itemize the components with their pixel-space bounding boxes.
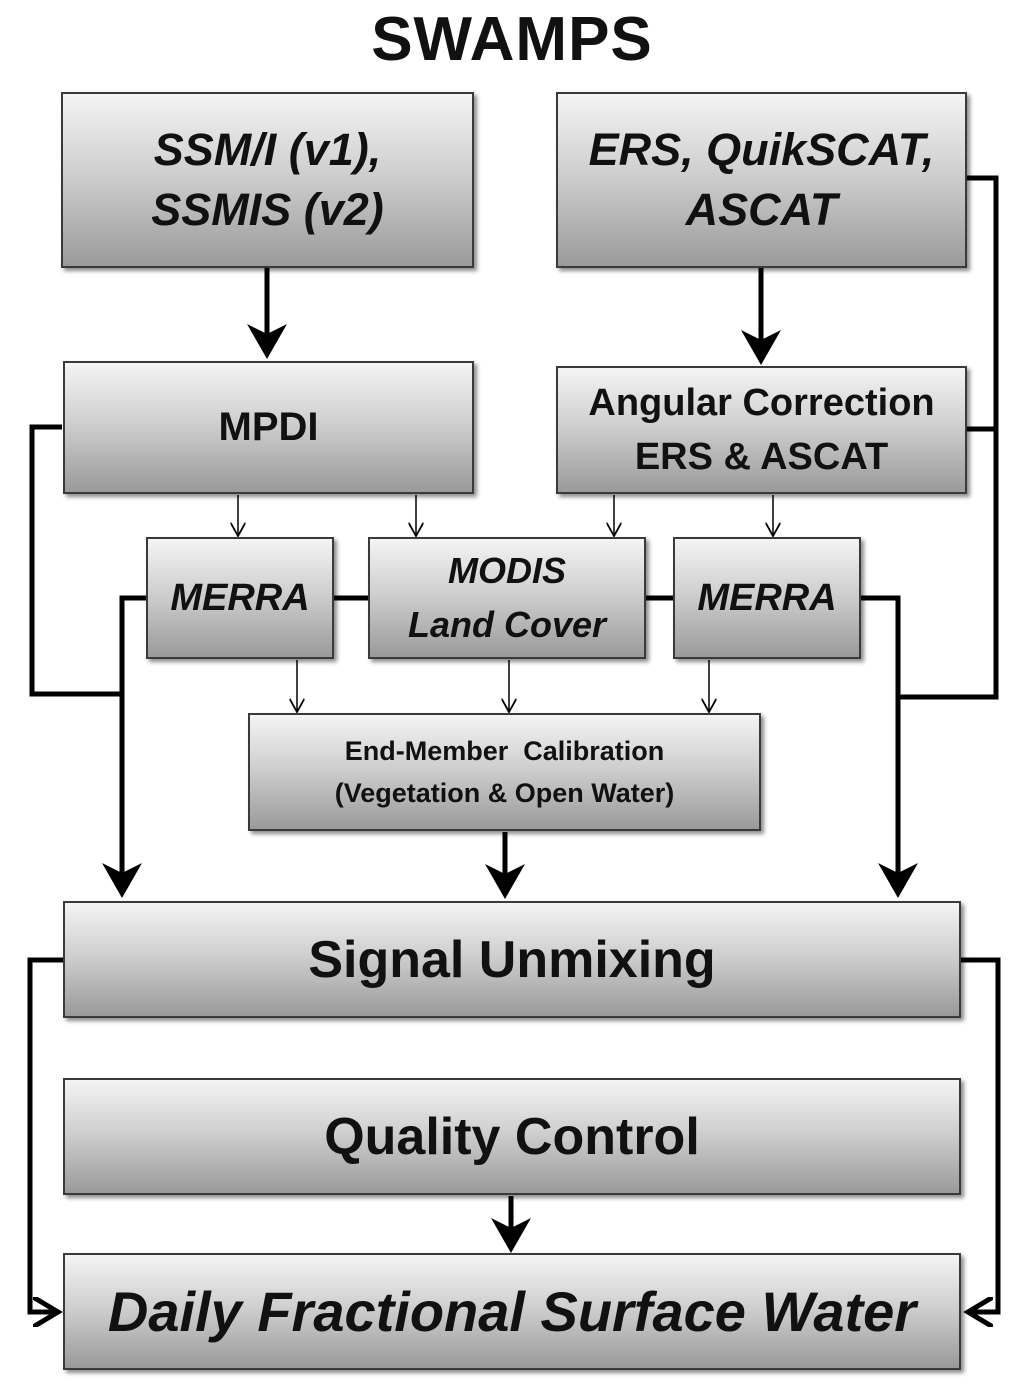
quality-control-box: Quality Control — [63, 1078, 961, 1195]
mpdi-box: MPDI — [63, 361, 474, 494]
merra-right-label: MERRA — [697, 576, 837, 619]
ssmi-line-1: SSM/I (v1), — [153, 124, 382, 175]
arrow-merra-right-to-unmixing — [861, 595, 918, 898]
scatterometer-box: ERS, QuikSCAT, ASCAT — [556, 92, 967, 268]
merra-right-box: MERRA — [673, 537, 861, 659]
path-mpdi-bypass — [29, 424, 122, 697]
arrow-merra-left-to-unmixing — [102, 595, 146, 898]
end-member-line-2: (Vegetation & Open Water) — [334, 778, 675, 808]
signal-unmixing-box: Signal Unmixing — [63, 901, 961, 1018]
end-member-calibration-box: End-Member Calibration (Vegetation & Ope… — [248, 713, 761, 831]
arrow-unmixing-right-to-output — [961, 957, 1001, 1312]
scatterometer-line-1: ERS, QuikSCAT, — [588, 124, 935, 175]
ssmi-line-2: SSMIS (v2) — [151, 184, 384, 235]
mpdi-label: MPDI — [218, 405, 319, 449]
modis-line-2: Land Cover — [407, 604, 607, 645]
merra-left-label: MERRA — [170, 576, 310, 619]
output-label: Daily Fractional Surface Water — [107, 1280, 917, 1343]
angular-correction-box: Angular Correction ERS & ASCAT — [556, 366, 967, 494]
modis-line-1: MODIS — [447, 550, 566, 591]
scatterometer-line-2: ASCAT — [685, 184, 838, 235]
ssmi-box: SSM/I (v1), SSMIS (v2) — [61, 92, 474, 268]
modis-land-cover-box: MODIS Land Cover — [368, 537, 646, 659]
end-member-line-1: End-Member Calibration — [344, 736, 665, 766]
arrow-unmixing-left-to-output — [27, 957, 63, 1312]
angular-correction-line-2: ERS & ASCAT — [634, 436, 889, 478]
path-scat-bypass — [898, 175, 999, 700]
diagram-title: SWAMPS — [371, 5, 653, 74]
angular-correction-line-1: Angular Correction — [588, 382, 935, 424]
quality-control-label: Quality Control — [324, 1107, 700, 1166]
daily-fractional-surface-water-box: Daily Fractional Surface Water — [63, 1253, 961, 1370]
merra-left-box: MERRA — [146, 537, 334, 659]
signal-unmixing-label: Signal Unmixing — [308, 930, 716, 989]
